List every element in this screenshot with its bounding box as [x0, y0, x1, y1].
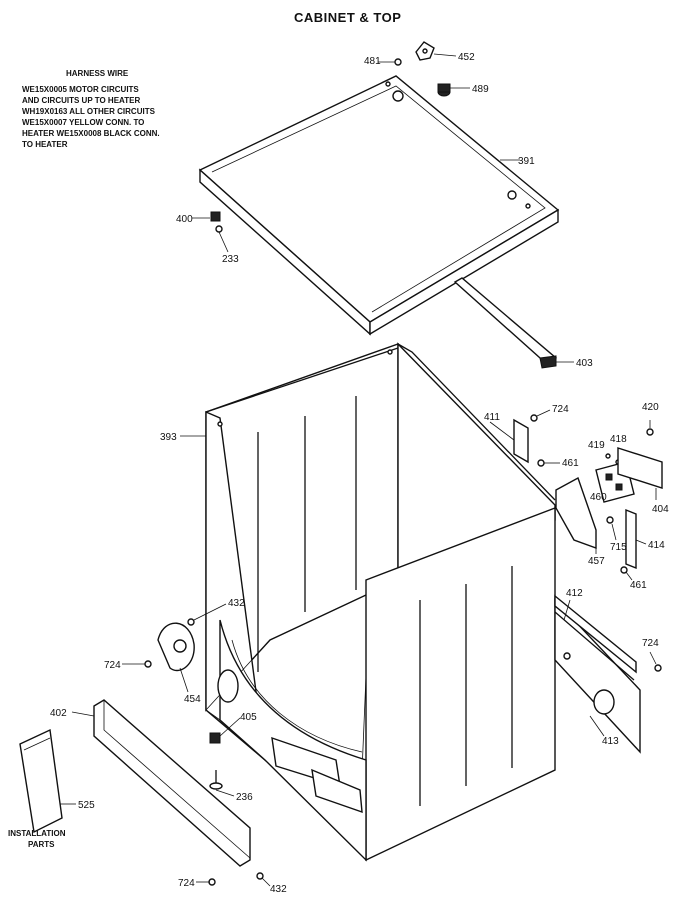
screw-724-rear — [654, 664, 662, 672]
cabinet — [205, 342, 556, 862]
installation-line: PARTS — [28, 840, 55, 849]
label-236: 236 — [236, 792, 253, 803]
label-418: 418 — [610, 434, 627, 445]
door-switch-454 — [157, 622, 195, 672]
harness-note: HARNESS WIRE WE15X0005 MOTOR CIRCUITS AN… — [22, 69, 160, 149]
note-line: HEATER WE15X0008 BLACK CONN. — [22, 129, 160, 138]
label-724: 724 — [552, 404, 569, 415]
installation-parts-525 — [19, 728, 63, 834]
screw-724a — [530, 414, 538, 422]
label-489: 489 — [472, 84, 489, 95]
label-525: 525 — [78, 800, 95, 811]
label-432: 432 — [228, 598, 245, 609]
label-724: 724 — [104, 660, 121, 671]
label-413: 413 — [602, 736, 619, 747]
screw-432b — [256, 872, 264, 880]
note-line: WE15X0007 YELLOW CONN. TO — [22, 118, 144, 127]
label-419: 419 — [588, 440, 605, 451]
label-402: 402 — [50, 708, 67, 719]
label-724: 724 — [178, 878, 195, 889]
label-412: 412 — [566, 588, 583, 599]
label-461: 461 — [562, 458, 579, 469]
mount-bracket-457 — [555, 476, 597, 549]
label-715: 715 — [610, 542, 627, 553]
plate-404 — [617, 447, 663, 489]
label-454: 454 — [184, 694, 201, 705]
top-clip-400 — [210, 211, 223, 233]
screw-481 — [394, 58, 402, 66]
label-391: 391 — [518, 156, 535, 167]
note-line: WE15X0005 MOTOR CIRCUITS — [22, 85, 139, 94]
label-461: 461 — [630, 580, 647, 591]
label-393: 393 — [160, 432, 177, 443]
installation-caption: INSTALLATION PARTS — [8, 829, 66, 849]
bracket-411 — [513, 418, 529, 464]
top-support-end — [539, 355, 557, 369]
label-432: 432 — [270, 884, 287, 895]
label-400: 400 — [176, 214, 193, 225]
label-724: 724 — [642, 638, 659, 649]
top-support-403 — [453, 277, 557, 367]
label-414: 414 — [648, 540, 665, 551]
label-404: 404 — [652, 504, 669, 515]
top-hinge-clip — [415, 41, 435, 61]
label-233: 233 — [222, 254, 239, 265]
screw-419 — [605, 453, 611, 459]
rail-412 — [554, 594, 637, 681]
note-line: AND CIRCUITS UP TO HEATER — [22, 96, 140, 105]
top-panel — [198, 75, 560, 336]
label-460: 460 — [590, 492, 607, 503]
screw-432a — [187, 618, 195, 626]
leader-lines — [60, 53, 657, 887]
screw-724b — [144, 660, 152, 668]
installation-line: INSTALLATION — [8, 829, 66, 838]
label-411: 411 — [484, 412, 500, 423]
screw-715 — [606, 516, 614, 524]
note-line: TO HEATER — [22, 140, 68, 149]
note-line: WH19X0163 ALL OTHER CIRCUITS — [22, 107, 156, 116]
label-457: 457 — [588, 556, 605, 567]
leveling-leg-236 — [209, 770, 223, 790]
bumper-489 — [437, 83, 451, 97]
part-labels: 481 452 489 391 400 233 403 393 411 724 … — [50, 52, 669, 895]
screw-461b — [620, 566, 628, 574]
screw-461a — [537, 459, 545, 467]
label-452: 452 — [458, 52, 475, 63]
note-heading: HARNESS WIRE — [66, 69, 129, 78]
strap-414 — [625, 508, 637, 570]
label-420: 420 — [642, 402, 659, 413]
label-403: 403 — [576, 358, 593, 369]
clip-405 — [209, 732, 221, 744]
diagram-title: CABINET & TOP — [294, 10, 401, 25]
screw-420 — [646, 428, 654, 436]
label-481: 481 — [364, 56, 381, 67]
toe-panel-402 — [93, 699, 251, 867]
label-405: 405 — [240, 712, 257, 723]
